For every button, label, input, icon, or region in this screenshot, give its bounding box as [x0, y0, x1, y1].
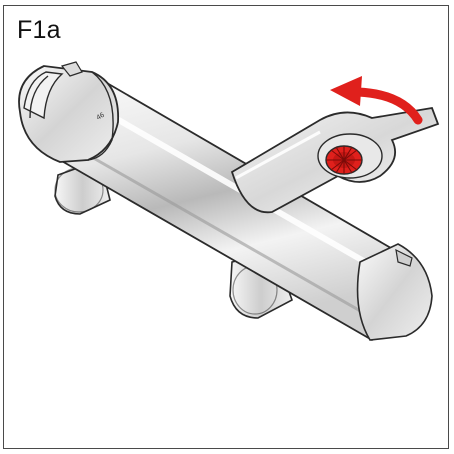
rotation-arrow-icon	[330, 76, 423, 125]
valve-seat-icon	[325, 145, 363, 175]
figure-label: F1a	[17, 16, 61, 44]
temperature-dial: 46	[18, 61, 119, 163]
right-end-cap	[356, 243, 433, 341]
dial-marking: 46	[96, 112, 106, 122]
